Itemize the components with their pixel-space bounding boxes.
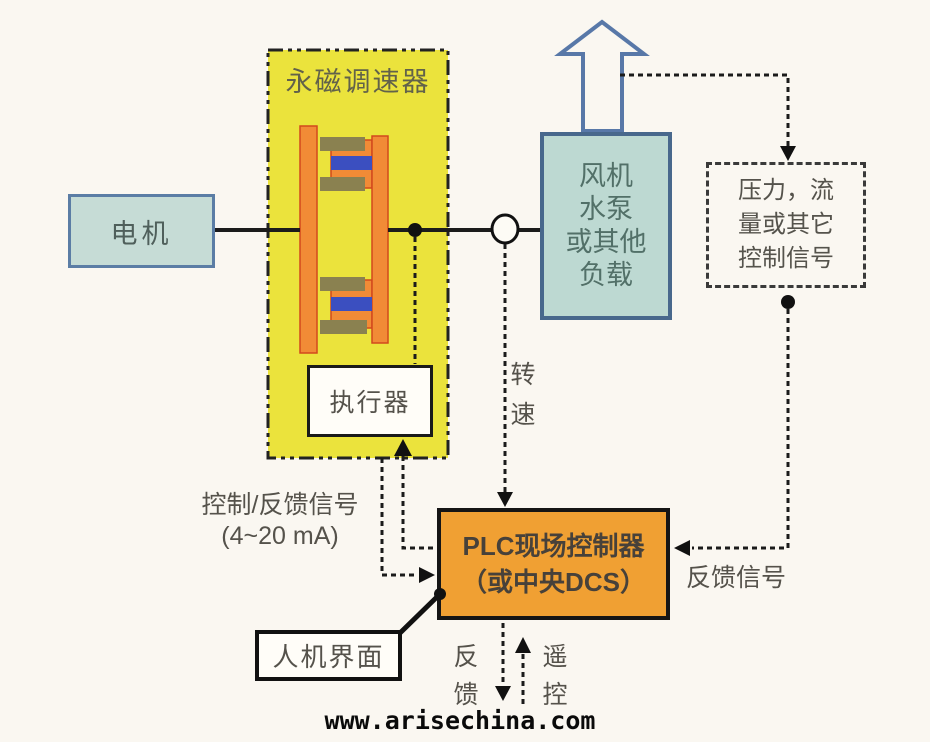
hmi-box: 人机界面 [255, 630, 402, 681]
feedback-label: 反 馈 [451, 638, 481, 714]
coupling-magnet-gray-4 [320, 320, 367, 334]
signal-junction-dot [781, 295, 795, 309]
load-label-line2: 水泵 [579, 194, 633, 224]
remote-char-1: 遥 [542, 643, 568, 671]
feedback-signal-line [692, 309, 790, 550]
load-label-line1: 风机 [579, 161, 633, 191]
coupling-magnet-gray-1 [320, 137, 365, 151]
speed-char-1: 转 [510, 361, 536, 389]
load-box: 风机 水泵 或其他 负载 [540, 132, 672, 320]
remote-char-2: 控 [542, 681, 568, 709]
motor-box: 电机 [68, 194, 215, 268]
up-arrowhead-remote [515, 637, 531, 653]
process-signal-line [620, 73, 790, 146]
process-signal-box: 压力，流 量或其它 控制信号 [706, 162, 866, 288]
signal-label-line1: 压力，流 [738, 177, 834, 204]
left-arrowhead-into-plc [674, 540, 690, 556]
coupling-left-plate [299, 125, 318, 354]
feedback-char-1: 反 [453, 643, 479, 671]
control-feedback-line1: 控制/反馈信号 [201, 491, 359, 519]
plc-label-line1: PLC现场控制器 [462, 531, 645, 561]
signal-label-line2: 量或其它 [738, 211, 834, 238]
controller-title: 永磁调速器 [285, 67, 431, 97]
down-arrowhead-feedback [495, 686, 511, 701]
speed-sensor-circle [490, 213, 520, 245]
coupling-magnet-gray-2 [320, 177, 365, 191]
coupling-magnet-gray-3 [320, 277, 365, 291]
load-label-line4: 负载 [579, 260, 633, 290]
coupling-right-plate [371, 135, 389, 344]
shaft-tap-dot [408, 223, 422, 237]
watermark-text: www.arisechina.com [324, 706, 596, 735]
speed-char-2: 速 [510, 401, 536, 429]
coupling-magnet-blue-2 [331, 297, 372, 311]
up-arrowhead-into-actuator [394, 439, 412, 456]
feedback-char-2: 馈 [453, 681, 479, 709]
control-feedback-label: 控制/反馈信号 (4~20 mA) [185, 490, 375, 552]
right-arrowhead-into-plc [419, 567, 435, 583]
load-label-line3: 或其他 [565, 227, 647, 257]
control-signal-line [401, 456, 434, 550]
coupling-magnet-blue-1 [331, 156, 372, 170]
magnetic-coupling-graphic [299, 125, 389, 354]
plc-label-line2: （或中央DCS） [461, 567, 646, 597]
hmi-label: 人机界面 [272, 642, 385, 672]
speed-label: 转 速 [508, 355, 538, 435]
plc-controller-box: PLC现场控制器 （或中央DCS） [437, 508, 670, 620]
feedback-signal-label: 反馈信号 [685, 564, 786, 592]
actuator-feedback-line [380, 458, 418, 577]
down-arrowhead-into-plc-top [497, 492, 513, 507]
motor-label: 电机 [110, 218, 173, 249]
signal-label-line3: 控制信号 [738, 245, 834, 272]
actuator-box: 执行器 [307, 365, 433, 437]
down-arrowhead-into-signal-box [780, 146, 796, 161]
remote-control-label: 遥 控 [540, 638, 570, 714]
control-feedback-line2: (4~20 mA) [221, 522, 339, 550]
load-output-arrow-icon [554, 19, 650, 133]
actuator-label: 执行器 [329, 389, 411, 417]
